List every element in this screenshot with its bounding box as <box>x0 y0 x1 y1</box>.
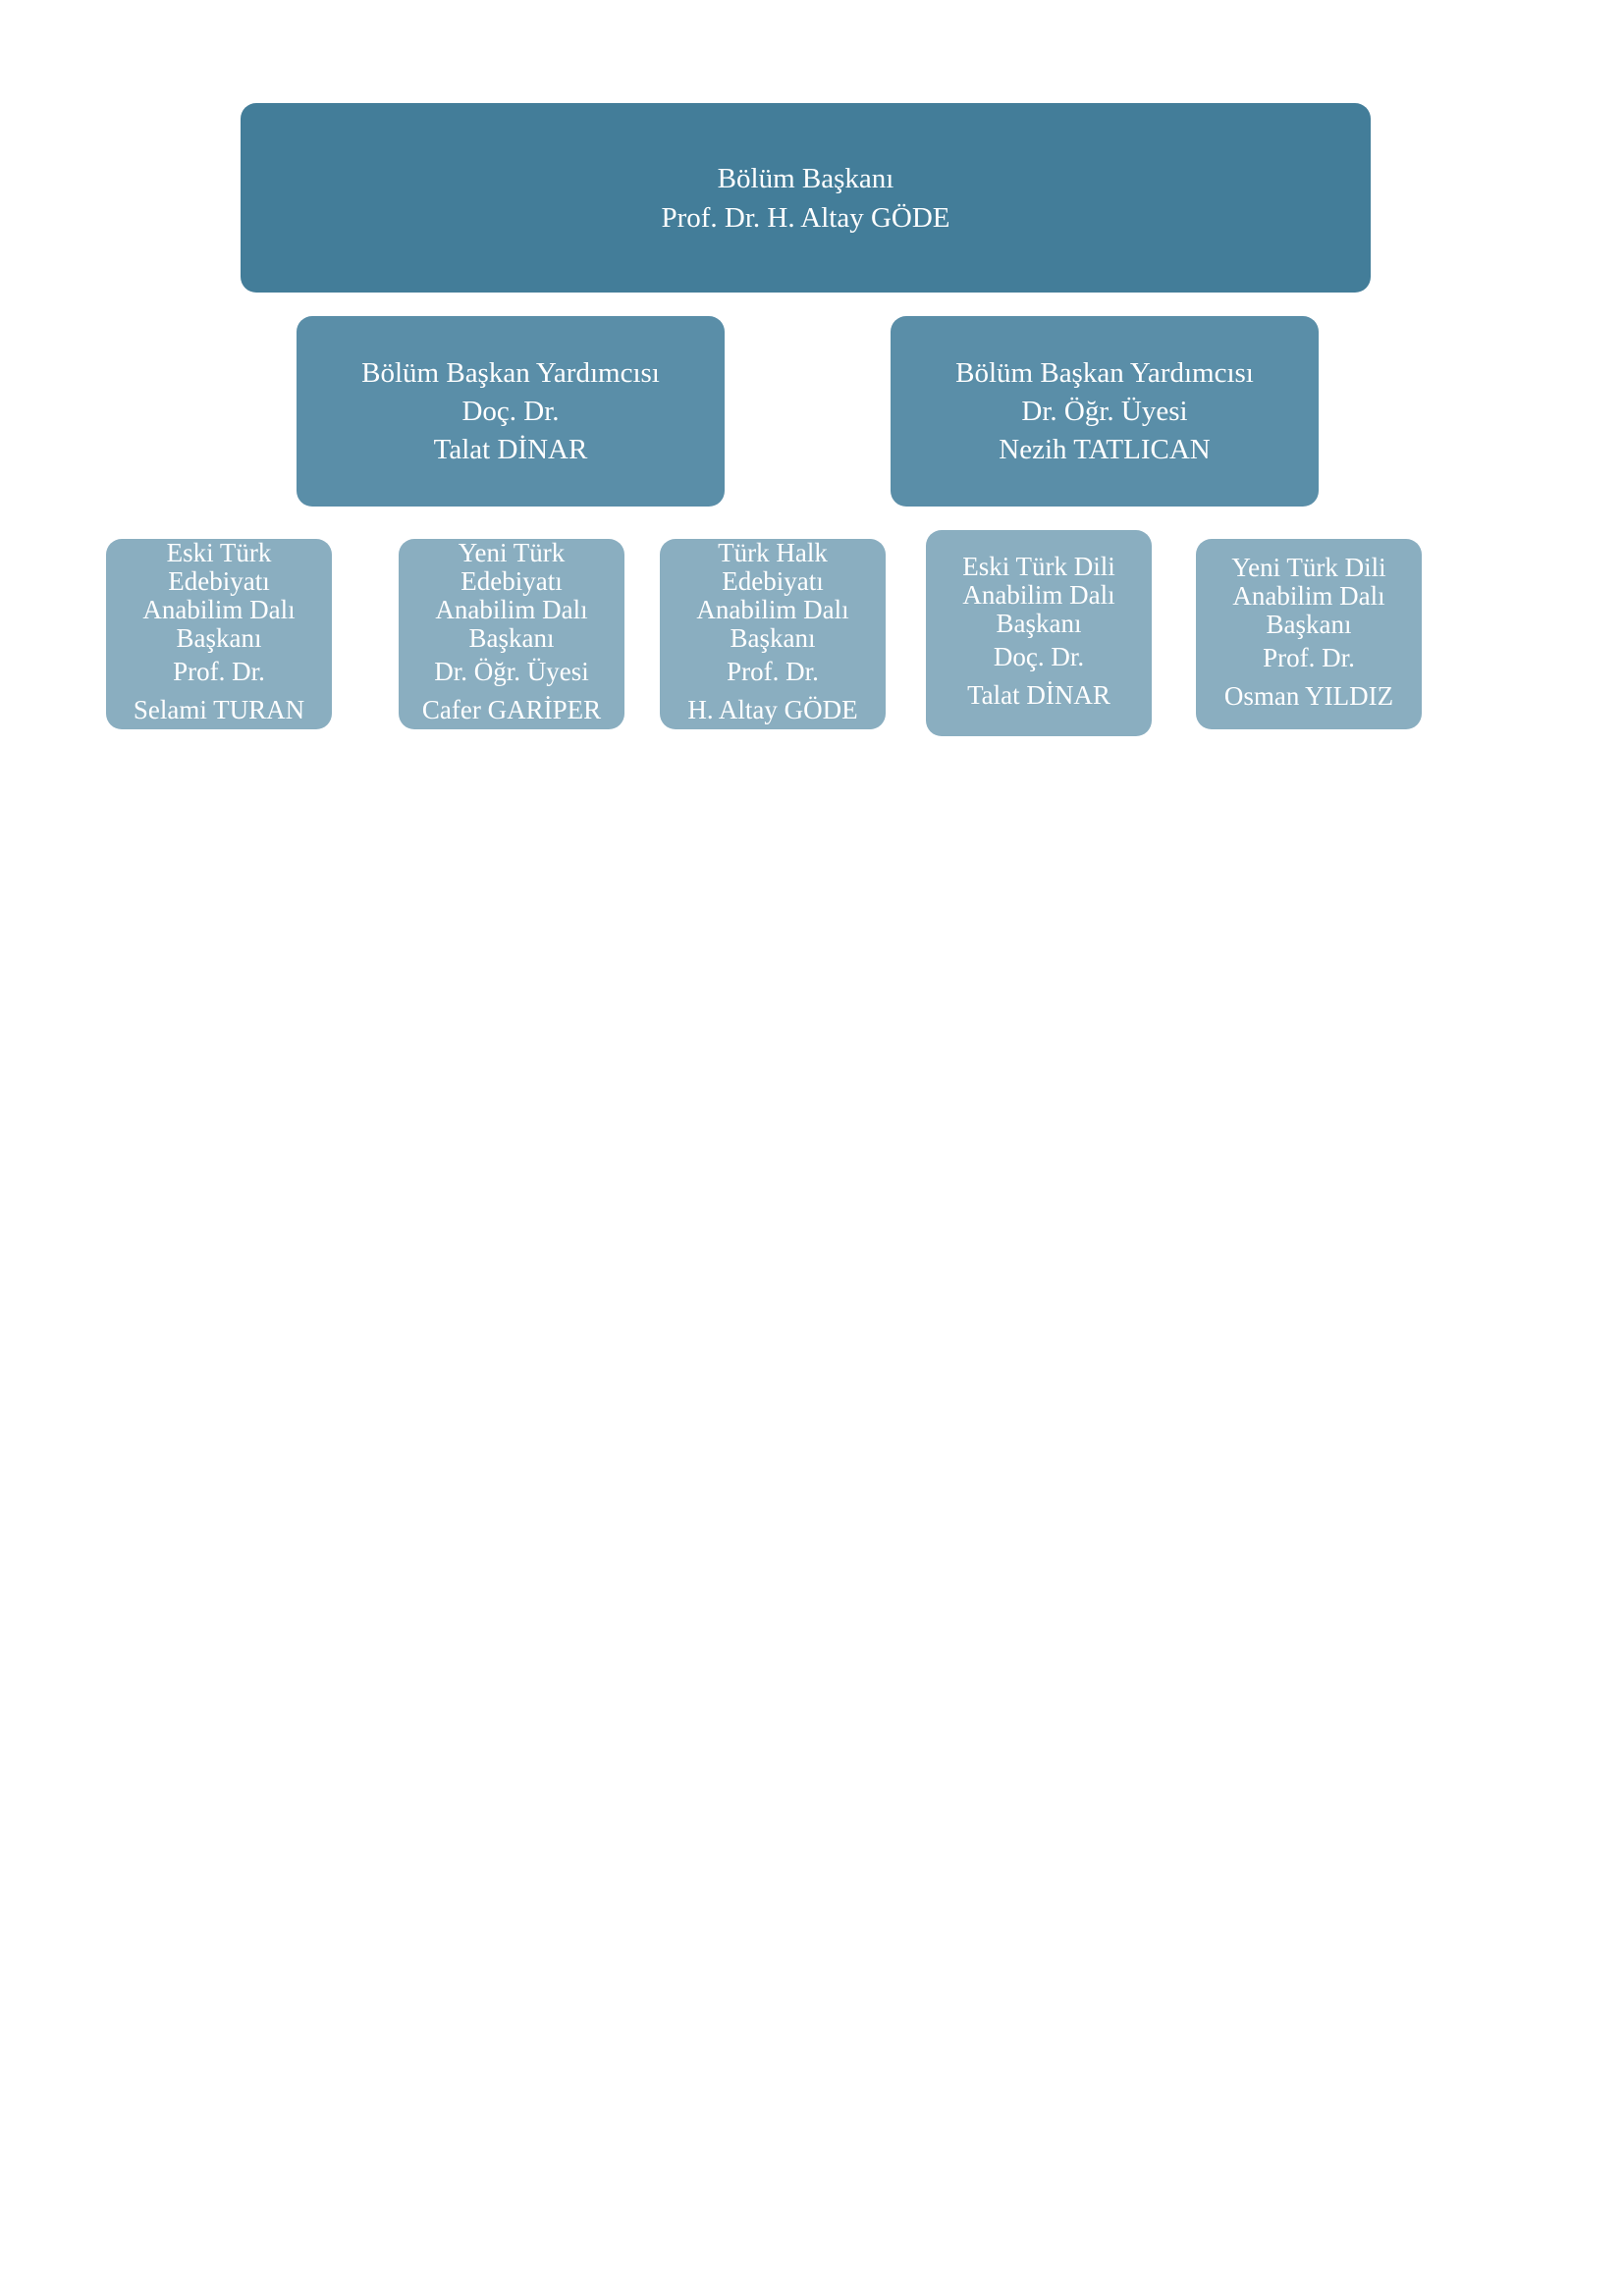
department-title-line: Başkanı <box>996 608 1082 638</box>
department-box: Türk Halk Edebiyatı Anabilim Dalı Başkan… <box>660 539 886 729</box>
deputy-rank: Dr. Öğr. Üyesi <box>1021 395 1188 427</box>
department-title-line: Yeni Türk Dili <box>1231 552 1386 582</box>
deputy-rank: Doç. Dr. <box>461 395 560 427</box>
department-box: Yeni Türk Edebiyatı Anabilim Dalı Başkan… <box>399 539 624 729</box>
deputy-title: Bölüm Başkan Yardımcısı <box>955 356 1254 389</box>
department-box: Eski Türk Dili Anabilim Dalı Başkanı Doç… <box>926 530 1152 736</box>
department-title-line: Edebiyatı <box>722 566 824 596</box>
department-title-line: Eski Türk <box>166 538 272 567</box>
department-rank: Prof. Dr. <box>173 657 265 686</box>
department-title-line: Edebiyatı <box>460 566 563 596</box>
department-box: Eski Türk Edebiyatı Anabilim Dalı Başkan… <box>106 539 332 729</box>
department-title-line: Anabilim Dalı <box>696 595 849 624</box>
department-head-name: Cafer GARİPER <box>421 695 602 724</box>
department-rank: Prof. Dr. <box>1263 642 1355 672</box>
department-head-name: Selami TURAN <box>133 695 305 724</box>
department-title-line: Başkanı <box>1266 609 1352 639</box>
department-head-name: H. Altay GÖDE <box>687 695 858 724</box>
department-title-line: Edebiyatı <box>168 566 270 596</box>
deputy-box: Bölüm Başkan Yardımcısı Dr. Öğr. Üyesi N… <box>891 316 1319 507</box>
department-title-line: Başkanı <box>468 623 555 653</box>
department-title-line: Yeni Türk <box>458 538 566 567</box>
head-box: Bölüm Başkanı Prof. Dr. H. Altay GÖDE <box>241 103 1371 293</box>
deputy-name: Talat DİNAR <box>433 433 588 465</box>
department-title-line: Anabilim Dalı <box>1232 580 1385 611</box>
department-title-line: Anabilim Dalı <box>142 595 296 624</box>
deputy-box: Bölüm Başkan Yardımcısı Doç. Dr. Talat D… <box>297 316 725 507</box>
deputy-title: Bölüm Başkan Yardımcısı <box>361 356 660 389</box>
department-rank: Dr. Öğr. Üyesi <box>434 657 589 686</box>
deputy-name: Nezih TATLICAN <box>999 433 1211 465</box>
department-title-line: Anabilim Dalı <box>435 595 588 624</box>
head-title: Bölüm Başkanı <box>717 162 894 194</box>
department-title-line: Türk Halk <box>718 538 828 567</box>
department-title-line: Başkanı <box>730 623 816 653</box>
department-title-line: Başkanı <box>176 623 262 653</box>
department-rank: Prof. Dr. <box>727 657 819 686</box>
department-title-line: Eski Türk Dili <box>962 551 1115 581</box>
department-head-name: Osman YILDIZ <box>1223 680 1394 711</box>
department-head-name: Talat DİNAR <box>967 679 1110 710</box>
head-name: Prof. Dr. H. Altay GÖDE <box>661 201 950 234</box>
department-title-line: Anabilim Dalı <box>962 579 1115 610</box>
department-rank: Doç. Dr. <box>993 641 1085 671</box>
department-box: Yeni Türk Dili Anabilim Dalı Başkanı Pro… <box>1196 539 1422 729</box>
